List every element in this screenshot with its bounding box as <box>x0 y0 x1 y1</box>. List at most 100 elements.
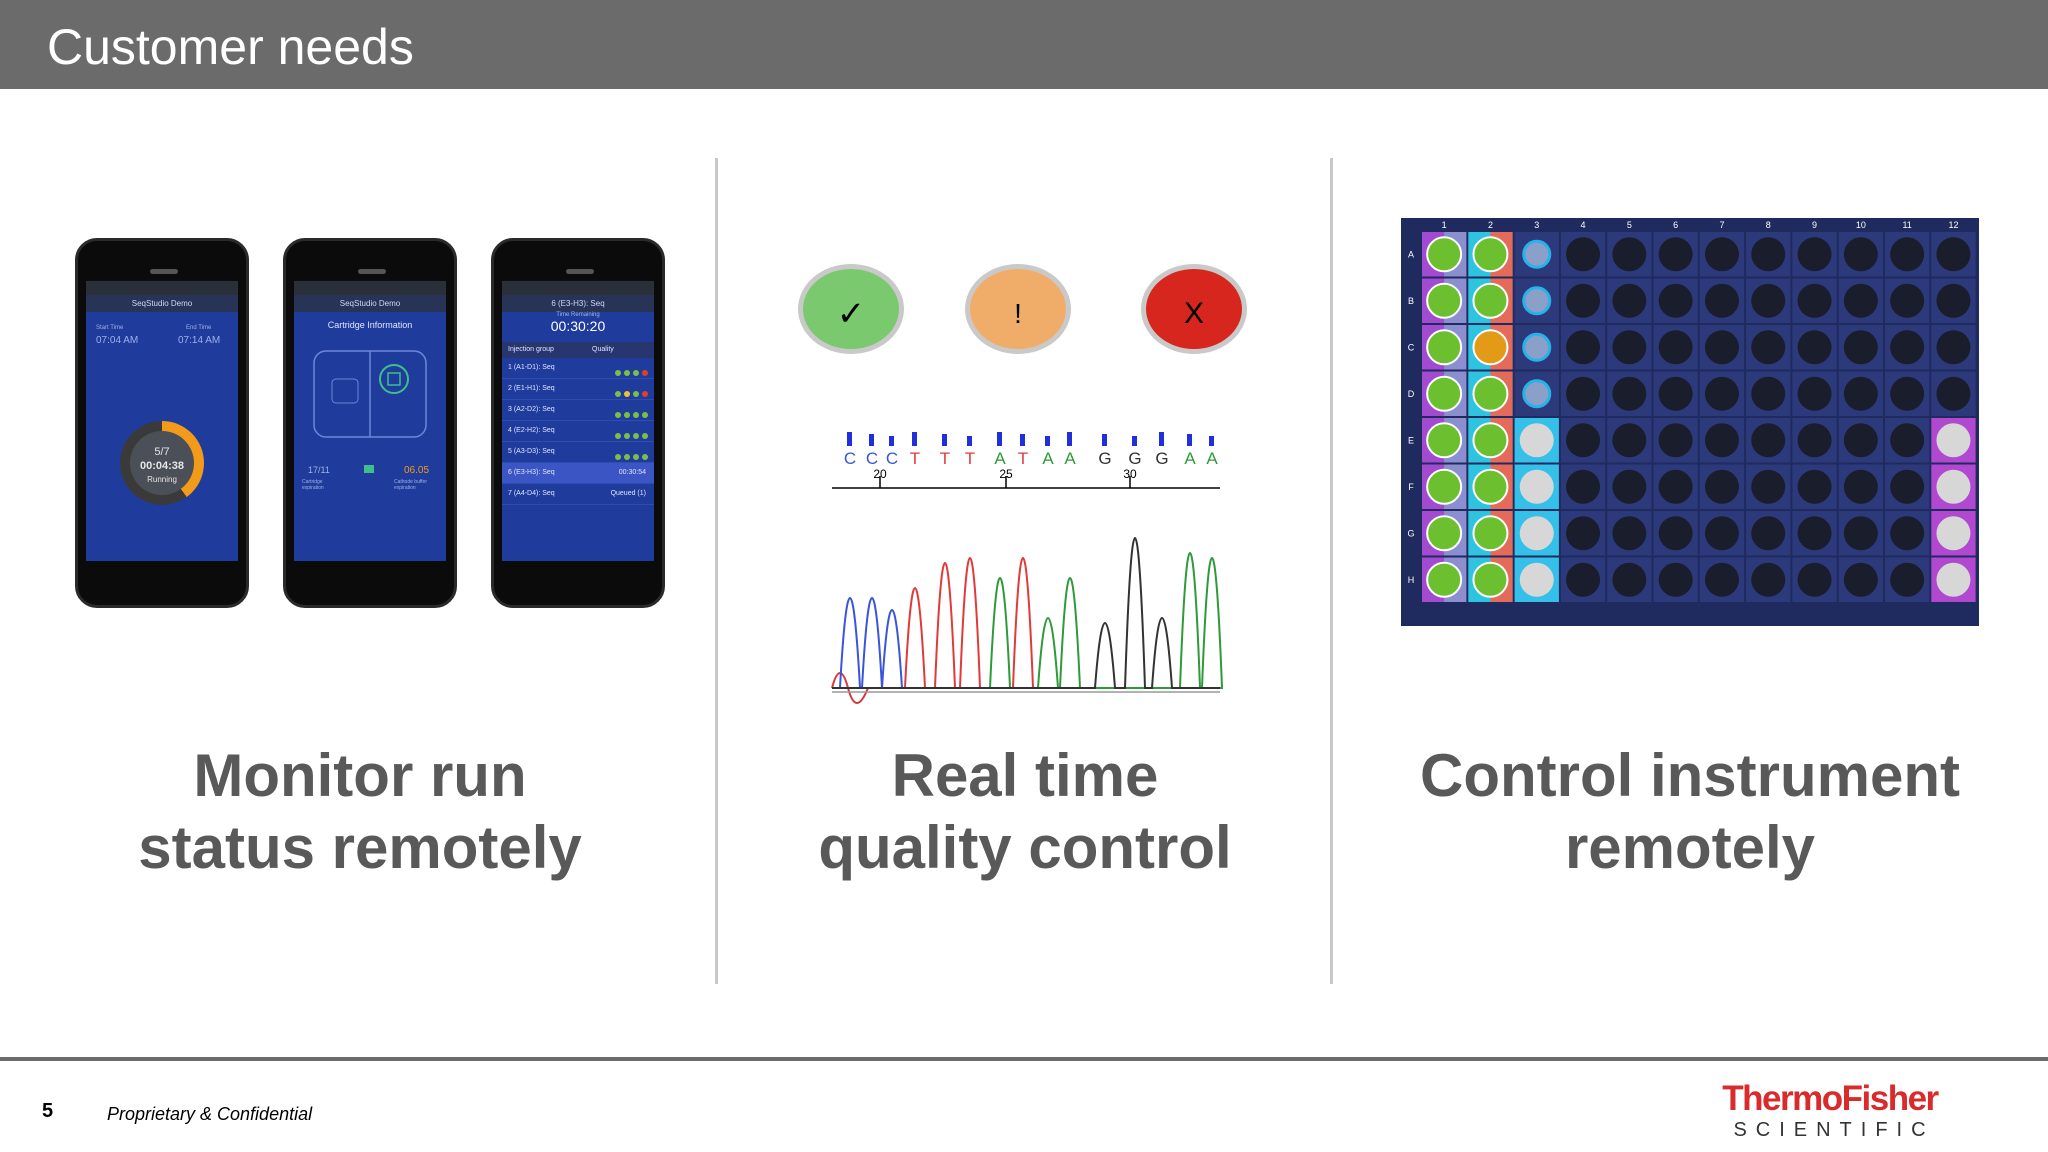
plate-well[interactable] <box>1566 469 1601 504</box>
plate-well[interactable] <box>1472 329 1509 366</box>
plate-well[interactable] <box>1566 237 1601 272</box>
plate-well[interactable] <box>1522 286 1552 316</box>
plate-well[interactable] <box>1426 375 1463 412</box>
plate-well[interactable] <box>1472 468 1509 505</box>
plate-well[interactable] <box>1658 237 1693 272</box>
plate-well[interactable] <box>1751 283 1786 318</box>
plate-well[interactable] <box>1751 469 1786 504</box>
plate-well[interactable] <box>1797 469 1832 504</box>
plate-well[interactable] <box>1843 469 1878 504</box>
plate-well[interactable] <box>1797 376 1832 411</box>
plate-well[interactable] <box>1704 237 1739 272</box>
plate-well[interactable] <box>1519 562 1554 597</box>
plate-well[interactable] <box>1566 423 1601 458</box>
plate-well[interactable] <box>1797 330 1832 365</box>
plate-well[interactable] <box>1936 376 1971 411</box>
plate-well[interactable] <box>1612 423 1647 458</box>
plate-well[interactable] <box>1519 516 1554 551</box>
plate-well[interactable] <box>1426 561 1463 598</box>
plate-well[interactable] <box>1566 330 1601 365</box>
plate-well[interactable] <box>1472 422 1509 459</box>
injection-row[interactable]: 5 (A3-D3): Seq <box>502 442 654 463</box>
plate-well[interactable] <box>1612 516 1647 551</box>
plate-well[interactable] <box>1612 283 1647 318</box>
plate-well[interactable] <box>1658 376 1693 411</box>
plate-well[interactable] <box>1797 283 1832 318</box>
plate-well[interactable] <box>1472 375 1509 412</box>
plate-well[interactable] <box>1936 283 1971 318</box>
plate-well[interactable] <box>1843 423 1878 458</box>
plate-well[interactable] <box>1843 376 1878 411</box>
plate-well[interactable] <box>1704 469 1739 504</box>
plate-well[interactable] <box>1566 516 1601 551</box>
plate-well[interactable] <box>1566 376 1601 411</box>
plate-well[interactable] <box>1519 469 1554 504</box>
plate-well[interactable] <box>1843 237 1878 272</box>
plate-well[interactable] <box>1936 562 1971 597</box>
plate-well[interactable] <box>1936 423 1971 458</box>
plate-well[interactable] <box>1890 376 1925 411</box>
plate-well[interactable] <box>1936 330 1971 365</box>
plate-well[interactable] <box>1426 329 1463 366</box>
plate-well[interactable] <box>1890 423 1925 458</box>
plate-well[interactable] <box>1890 283 1925 318</box>
plate-well[interactable] <box>1658 469 1693 504</box>
plate-well[interactable] <box>1522 332 1552 362</box>
plate-well[interactable] <box>1522 379 1552 409</box>
plate-well[interactable] <box>1472 236 1509 273</box>
plate-well[interactable] <box>1519 423 1554 458</box>
plate-well[interactable] <box>1797 516 1832 551</box>
plate-well[interactable] <box>1612 376 1647 411</box>
plate-well[interactable] <box>1426 468 1463 505</box>
plate-well[interactable] <box>1936 516 1971 551</box>
plate-well[interactable] <box>1843 562 1878 597</box>
injection-row[interactable]: 2 (E1-H1): Seq <box>502 379 654 400</box>
plate-well[interactable] <box>1658 562 1693 597</box>
plate-well[interactable] <box>1751 237 1786 272</box>
plate-well[interactable] <box>1751 423 1786 458</box>
plate-well[interactable] <box>1426 515 1463 552</box>
plate-well[interactable] <box>1612 237 1647 272</box>
plate-well[interactable] <box>1426 282 1463 319</box>
plate-well[interactable] <box>1472 282 1509 319</box>
plate-well[interactable] <box>1797 562 1832 597</box>
plate-well[interactable] <box>1751 330 1786 365</box>
plate-well[interactable] <box>1426 236 1463 273</box>
plate-well[interactable] <box>1797 423 1832 458</box>
plate-well[interactable] <box>1612 469 1647 504</box>
plate-well[interactable] <box>1797 237 1832 272</box>
plate-well[interactable] <box>1936 469 1971 504</box>
injection-row[interactable]: 3 (A2-D2): Seq <box>502 400 654 421</box>
plate-well[interactable] <box>1472 561 1509 598</box>
plate-well[interactable] <box>1704 516 1739 551</box>
plate-well[interactable] <box>1612 330 1647 365</box>
injection-row[interactable]: 4 (E2-H2): Seq <box>502 421 654 442</box>
plate-well[interactable] <box>1890 516 1925 551</box>
plate-well[interactable] <box>1612 562 1647 597</box>
plate-well[interactable] <box>1751 376 1786 411</box>
plate-well[interactable] <box>1704 376 1739 411</box>
plate-well[interactable] <box>1843 516 1878 551</box>
plate-well[interactable] <box>1890 469 1925 504</box>
plate-well[interactable] <box>1472 515 1509 552</box>
plate-well[interactable] <box>1843 330 1878 365</box>
plate-well[interactable] <box>1566 562 1601 597</box>
plate-well[interactable] <box>1658 283 1693 318</box>
plate-well[interactable] <box>1704 330 1739 365</box>
plate-well[interactable] <box>1658 423 1693 458</box>
plate-well[interactable] <box>1658 330 1693 365</box>
plate-well[interactable] <box>1890 330 1925 365</box>
plate-well[interactable] <box>1936 237 1971 272</box>
injection-row[interactable]: 1 (A1-D1): Seq <box>502 358 654 379</box>
plate-well[interactable] <box>1704 423 1739 458</box>
plate-well[interactable] <box>1566 283 1601 318</box>
plate-well[interactable] <box>1658 516 1693 551</box>
plate-well[interactable] <box>1751 562 1786 597</box>
plate-well[interactable] <box>1704 562 1739 597</box>
plate-well[interactable] <box>1751 516 1786 551</box>
plate-well[interactable] <box>1704 283 1739 318</box>
plate-well[interactable] <box>1426 422 1463 459</box>
